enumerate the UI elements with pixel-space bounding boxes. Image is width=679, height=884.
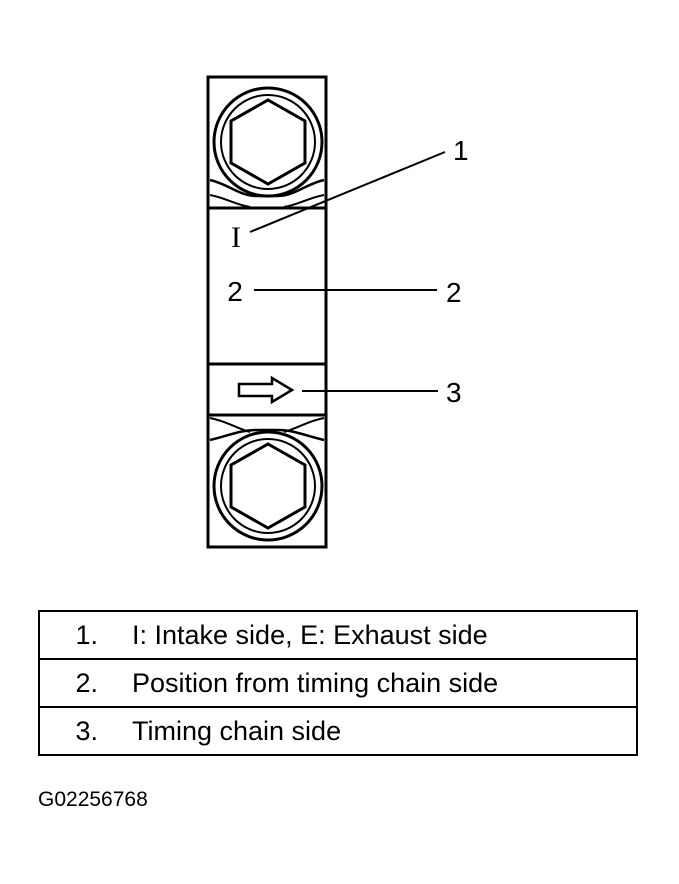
callout-2: 2: [446, 277, 462, 308]
callout-3: 3: [446, 377, 462, 408]
intake-mark-label: I: [231, 221, 241, 254]
bottom-bolt-icon: [209, 417, 325, 542]
legend-row: 1. I: Intake side, E: Exhaust side: [38, 610, 638, 660]
legend-number: 3.: [75, 715, 98, 746]
legend-text: Position from timing chain side: [132, 667, 499, 698]
legend-text: Timing chain side: [132, 715, 342, 746]
legend-number: 2.: [75, 667, 98, 698]
bearing-cap-outline: [206, 75, 328, 549]
bearing-cap-diagram: I 2 1 2 3: [206, 75, 469, 549]
arrow-right-icon: [237, 375, 295, 405]
top-bolt-icon: [209, 86, 325, 208]
legend-number: 1.: [75, 619, 98, 650]
legend-table: 1. I: Intake side, E: Exhaust side 2. Posi…: [38, 610, 638, 756]
leader-line-1: [249, 151, 446, 233]
figure-id: G02256768: [38, 788, 148, 811]
callout-1: 1: [453, 135, 469, 166]
position-mark-label: 2: [227, 276, 243, 307]
legend-row: 3. Timing chain side: [38, 706, 638, 756]
legend-row: 2. Position from timing chain side: [38, 658, 638, 708]
legend-text: I: Intake side, E: Exhaust side: [132, 619, 488, 650]
